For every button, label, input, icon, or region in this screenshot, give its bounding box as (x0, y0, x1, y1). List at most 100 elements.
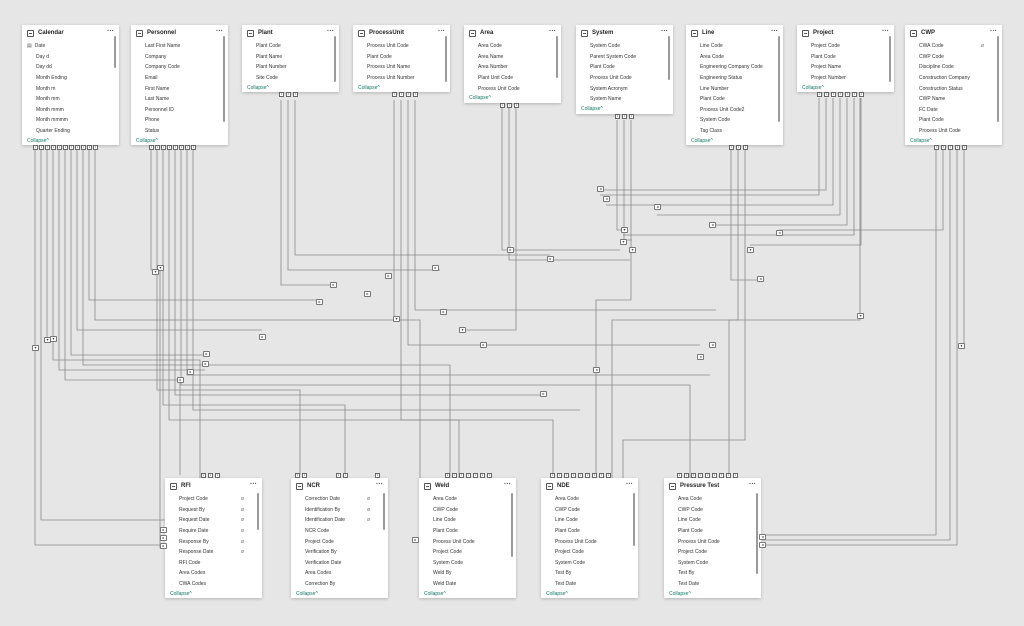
relationship-connector[interactable]: 1 (375, 473, 380, 478)
cross-filter-direction-icon[interactable]: ◂ (697, 354, 704, 360)
collapse-button[interactable]: Collapse ^ (165, 589, 262, 598)
relationship-connector[interactable]: 1 (743, 145, 748, 150)
cross-filter-direction-icon[interactable]: ▸ (187, 369, 194, 375)
field-row[interactable]: System Code (419, 558, 516, 569)
field-row[interactable]: CWP Code (541, 505, 638, 516)
relationship-line[interactable] (34, 150, 165, 546)
relationship-connector[interactable]: 1 (955, 145, 960, 150)
field-row[interactable]: Month mm (22, 94, 119, 105)
field-row[interactable]: Plant Code (576, 62, 673, 73)
table-header[interactable]: System··· (576, 25, 673, 41)
collapse-button[interactable]: Collapse ^ (541, 589, 638, 598)
field-row[interactable]: First Name (131, 83, 228, 94)
field-row[interactable]: Last Name (131, 94, 228, 105)
collapse-button[interactable]: Collapse ^ (353, 83, 450, 92)
collapse-button[interactable]: Collapse ^ (291, 589, 388, 598)
relationship-line[interactable] (70, 150, 205, 356)
field-row[interactable]: Process Unit Number (353, 73, 450, 84)
field-row[interactable]: Discipline Code (905, 62, 1002, 73)
relationship-connector[interactable]: 1 (406, 92, 411, 97)
scrollbar[interactable] (257, 493, 259, 530)
relationship-connector[interactable]: 1 (173, 145, 178, 150)
relationship-connector[interactable]: 1 (948, 145, 953, 150)
field-row[interactable]: Month mmmm (22, 115, 119, 126)
relationship-line[interactable] (414, 100, 716, 311)
field-row[interactable]: Test Date (541, 579, 638, 590)
scrollbar[interactable] (997, 36, 999, 122)
scrollbar[interactable] (778, 36, 780, 122)
relationship-line[interactable] (600, 98, 820, 196)
table-header[interactable]: Personnel··· (131, 25, 228, 41)
field-row[interactable]: Project Code (291, 536, 388, 547)
field-row[interactable]: Line Number (686, 83, 783, 94)
relationship-connector[interactable]: 1 (93, 145, 98, 150)
cross-filter-direction-icon[interactable]: ▾ (50, 336, 57, 342)
relationship-line[interactable] (186, 150, 710, 376)
table-header[interactable]: Pressure Test··· (664, 478, 761, 494)
relationship-connector[interactable]: 1 (399, 92, 404, 97)
field-row[interactable]: RFI Code (165, 558, 262, 569)
relationship-line[interactable] (762, 150, 951, 541)
relationship-connector[interactable]: 1 (487, 473, 492, 478)
relationship-line[interactable] (598, 98, 827, 191)
table-header[interactable]: Plant··· (242, 25, 339, 41)
cross-filter-direction-icon[interactable]: ▾ (393, 316, 400, 322)
relationship-line[interactable] (508, 105, 630, 261)
hidden-eye-icon[interactable]: ø (980, 43, 984, 50)
collapse-button[interactable]: Collapse ^ (22, 136, 119, 145)
field-row[interactable]: Test By (664, 568, 761, 579)
hidden-eye-icon[interactable]: ø (240, 549, 244, 556)
field-row[interactable]: CWP Code (664, 505, 761, 516)
relationship-line[interactable] (622, 150, 746, 478)
relationship-line[interactable] (606, 98, 834, 206)
more-options-icon[interactable]: ··· (661, 28, 668, 35)
field-row[interactable]: Process Unit Code (576, 73, 673, 84)
field-row[interactable]: Area Codes (291, 568, 388, 579)
cross-filter-direction-icon[interactable]: ▾ (459, 327, 466, 333)
cross-filter-direction-icon[interactable]: ▾ (857, 313, 864, 319)
relationship-connector[interactable]: 1 (452, 473, 457, 478)
scrollbar[interactable] (668, 36, 670, 80)
collapse-button[interactable]: Collapse ^ (242, 83, 339, 92)
scrollbar[interactable] (445, 36, 447, 82)
field-row[interactable]: Process Unit Name (353, 62, 450, 73)
relationship-line[interactable] (463, 105, 517, 331)
relationship-connector[interactable]: 1 (599, 473, 604, 478)
hidden-eye-icon[interactable]: ø (240, 506, 244, 513)
field-row[interactable]: Project Code (541, 547, 638, 558)
relationship-connector[interactable]: 1 (824, 92, 829, 97)
relationship-connector[interactable]: 1 (45, 145, 50, 150)
field-row[interactable]: Engineering Company Code (686, 62, 783, 73)
relationship-line[interactable] (287, 100, 440, 271)
relationship-connector[interactable]: 1 (33, 145, 38, 150)
table-header[interactable]: Area··· (464, 25, 561, 41)
field-row[interactable]: Plant Code (419, 526, 516, 537)
relationship-connector[interactable]: 1 (215, 473, 220, 478)
relationship-connector[interactable]: 1 (817, 92, 822, 97)
relationship-connector[interactable]: 1 (201, 473, 206, 478)
field-row[interactable]: Process Unit Code (905, 126, 1002, 137)
relationship-line[interactable] (192, 150, 580, 411)
relationship-line[interactable] (58, 150, 205, 371)
relationship-line[interactable] (407, 100, 700, 346)
cross-filter-direction-icon[interactable]: ◂ (709, 222, 716, 228)
field-row[interactable]: Engineering Status (686, 73, 783, 84)
field-row[interactable]: Plant Code (541, 526, 638, 537)
field-row[interactable]: Parent System Code (576, 52, 673, 63)
collapse-button[interactable]: Collapse ^ (464, 94, 561, 103)
cross-filter-direction-icon[interactable]: ▸ (160, 543, 167, 549)
field-row[interactable]: Process Unit Code (419, 536, 516, 547)
table-header[interactable]: ProcessUnit··· (353, 25, 450, 41)
cross-filter-direction-icon[interactable]: ◂ (597, 186, 604, 192)
cross-filter-direction-icon[interactable]: ▸ (440, 309, 447, 315)
